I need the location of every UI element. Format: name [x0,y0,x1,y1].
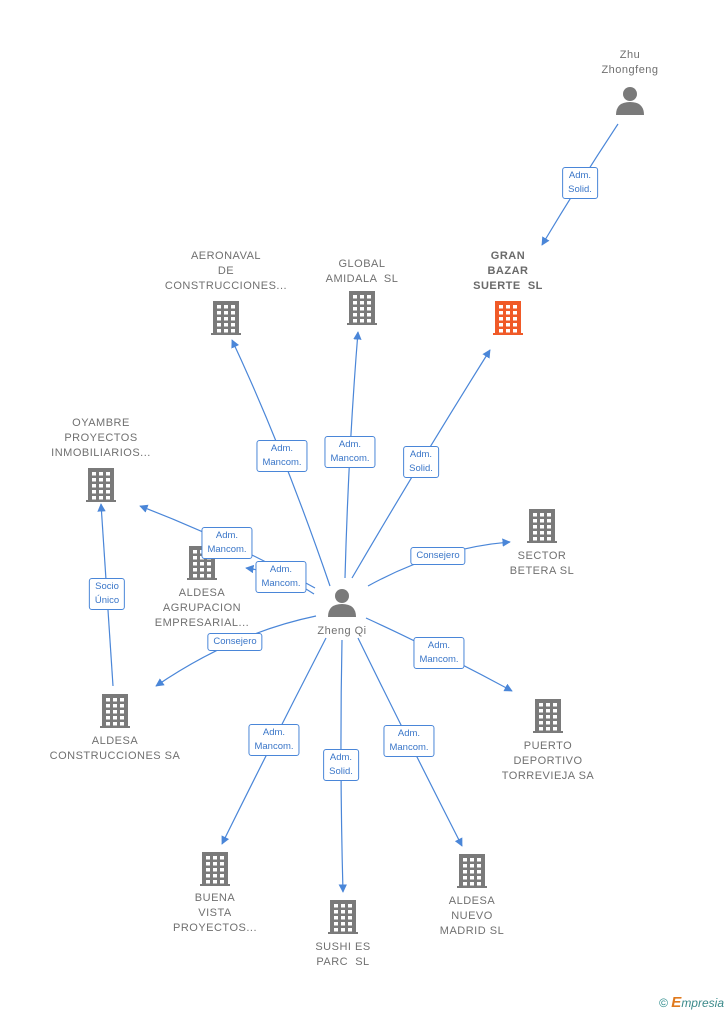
edge-label-aldesa_con-to-oyambre[interactable]: Socio Único [88,578,126,610]
node-label-aldesa_nuevo[interactable]: ALDESA NUEVO MADRID SL [439,895,505,937]
edge-label-zheng-to-aldesa_nuevo[interactable]: Adm. Mancom. [383,725,435,757]
building-icon-gran[interactable] [493,301,523,335]
edge-label-zheng-to-sushi[interactable]: Adm. Solid. [323,749,359,781]
edge-label-zheng-to-buena[interactable]: Adm. Mancom. [248,724,300,756]
node-label-puerto[interactable]: PUERTO DEPORTIVO TORREVIEJA SA [501,740,595,782]
node-label-zheng[interactable]: Zheng Qi [317,625,367,637]
building-icon-buena[interactable] [200,852,230,886]
node-label-aeronaval[interactable]: AERONAVAL DE CONSTRUCCIONES... [164,250,288,292]
building-icon-sushi[interactable] [328,900,358,934]
building-icon-puerto[interactable] [533,699,563,733]
person-icon-zheng[interactable] [328,589,356,617]
copyright-symbol: © [659,996,668,1010]
edge-label-zheng-to-gran[interactable]: Adm. Solid. [403,446,439,478]
building-icon-oyambre[interactable] [86,468,116,502]
person-icon-zhu[interactable] [616,87,644,115]
edge-label-zheng-to-sector[interactable]: Consejero [410,547,466,565]
node-label-gran[interactable]: GRAN BAZAR SUERTE SL [473,250,543,292]
brand-logo-initial: E [671,994,682,1011]
edge-label-zheng-to-aldesa_agr[interactable]: Adm. Mancom. [255,561,307,593]
brand-name: mpresia [681,996,724,1010]
edge-label-zheng-to-aldesa_con[interactable]: Consejero [207,633,263,651]
footer-brand: © Empresia [659,994,724,1011]
node-label-oyambre[interactable]: OYAMBRE PROYECTOS INMOBILIARIOS... [51,417,151,459]
building-icon-global[interactable] [347,291,377,325]
edge-label-zhu-to-gran[interactable]: Adm. Solid. [562,167,598,199]
node-label-aldesa_agr[interactable]: ALDESA AGRUPACION EMPRESARIAL... [154,587,250,629]
building-icon-aeronaval[interactable] [211,301,241,335]
edge-label-zheng-to-aeronaval[interactable]: Adm. Mancom. [256,440,308,472]
node-label-global[interactable]: GLOBAL AMIDALA SL [325,258,399,285]
building-icon-sector[interactable] [527,509,557,543]
node-label-aldesa_con[interactable]: ALDESA CONSTRUCCIONES SA [49,735,181,762]
edge-label-zheng-to-global[interactable]: Adm. Mancom. [324,436,376,468]
edge-label-zheng-to-oyambre[interactable]: Adm. Mancom. [201,527,253,559]
node-label-sector[interactable]: SECTOR BETERA SL [509,550,575,577]
node-label-buena[interactable]: BUENA VISTA PROYECTOS... [172,892,258,934]
edge-label-zheng-to-puerto[interactable]: Adm. Mancom. [413,637,465,669]
node-label-zhu[interactable]: Zhu Zhongfeng [601,49,659,76]
building-icon-aldesa_nuevo[interactable] [457,854,487,888]
node-label-sushi[interactable]: SUSHI ES PARC SL [315,941,371,968]
building-icon-aldesa_con[interactable] [100,694,130,728]
